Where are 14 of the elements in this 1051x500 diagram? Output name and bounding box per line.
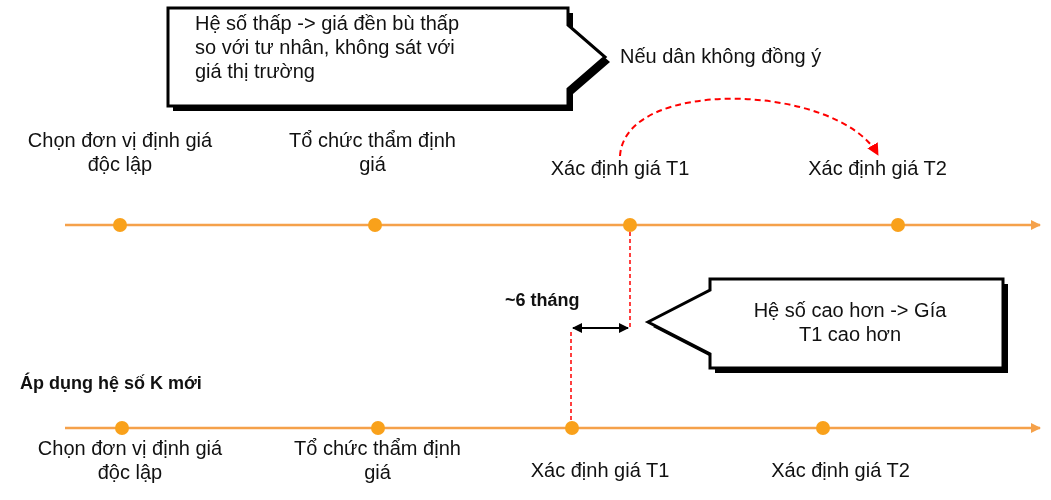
- timeline-label: Xác định giá T2: [785, 156, 970, 182]
- timeline-label: Chọn đơn vị định giá độc lập: [5, 128, 235, 180]
- section-heading: Áp dụng hệ số K mới: [20, 371, 202, 395]
- callout-text: Hệ số cao hơn -> Gía T1 cao hơn: [752, 298, 948, 346]
- duration-label: ~6 tháng: [505, 289, 580, 312]
- timeline-label: Xác định giá T1: [525, 156, 715, 182]
- timeline-label: Tổ chức thẩm định giá: [270, 436, 485, 488]
- timeline-label: Xác định giá T1: [505, 458, 695, 484]
- timeline-label: Tổ chức thẩm định giá: [265, 128, 480, 180]
- timeline-label: Chọn đơn vị định giá độc lập: [15, 436, 245, 488]
- curved-arrow: [619, 97, 879, 157]
- note-text: Nếu dân không đồng ý: [620, 44, 822, 68]
- timeline-label: Xác định giá T2: [748, 458, 933, 484]
- callout-text: Hệ số thấp -> giá đền bù thấp so với tư nhân, không sát với giá thị trường: [195, 11, 461, 83]
